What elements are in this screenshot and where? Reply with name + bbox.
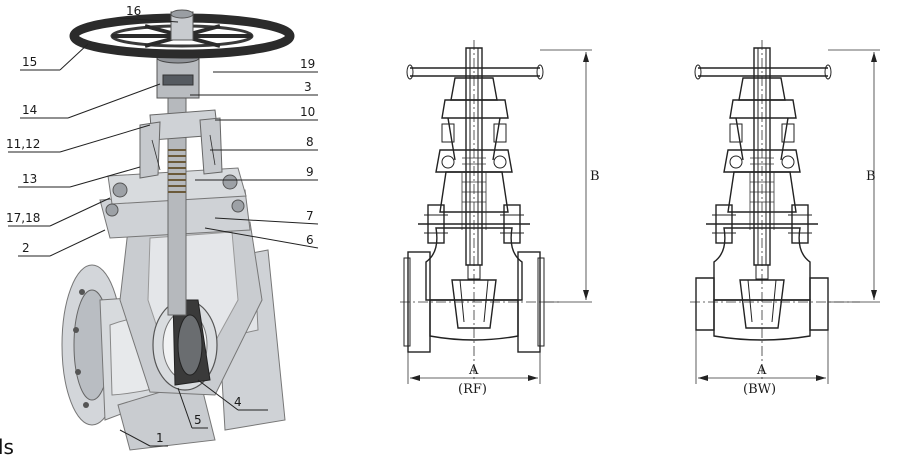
dimension-b-bw: B [866, 169, 876, 184]
callout-15: 15 [22, 55, 37, 69]
callout-7: 7 [306, 209, 314, 223]
callout-9: 9 [306, 165, 314, 179]
callout-labels: 16 15 19 14 3 11,12 10 13 8 9 17,18 7 2 … [6, 4, 315, 445]
callout-16: 16 [126, 4, 141, 18]
callout-14: 14 [22, 103, 37, 117]
cutoff-caption-text: ls [0, 435, 14, 458]
callout-1: 1 [156, 431, 164, 445]
callout-13: 13 [22, 172, 37, 186]
callout-17-18: 17,18 [6, 211, 40, 225]
callout-19: 19 [300, 57, 315, 71]
end-type-bw: (BW) [743, 382, 776, 397]
callout-10: 10 [300, 105, 315, 119]
technical-drawing-bw: B A (BW) [690, 40, 880, 397]
valve-cutaway-illustration [61, 9, 295, 451]
callout-4: 4 [234, 395, 242, 409]
dimension-a-rf: A [468, 363, 479, 378]
callout-5: 5 [194, 413, 202, 427]
callout-3: 3 [304, 80, 312, 94]
dimension-a-bw: A [756, 363, 767, 378]
end-type-rf: (RF) [458, 382, 487, 397]
callout-11-12: 11,12 [6, 137, 40, 151]
technical-drawing-rf: B A (RF) [400, 40, 600, 397]
callout-6: 6 [306, 233, 314, 247]
callout-leader-lines [8, 17, 319, 447]
callout-8: 8 [306, 135, 314, 149]
dimension-b-rf: B [590, 169, 600, 184]
callout-2: 2 [22, 241, 30, 255]
